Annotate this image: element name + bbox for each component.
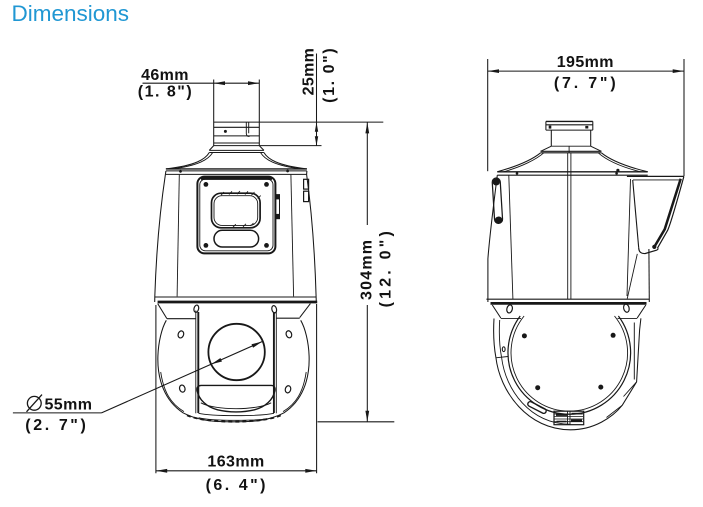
svg-text:304mm: 304mm [359, 239, 376, 300]
svg-text:(2. 7"): (2. 7") [25, 417, 88, 434]
svg-text:195mm: 195mm [557, 54, 614, 71]
svg-text:46mm: 46mm [141, 67, 189, 84]
svg-text:25mm: 25mm [301, 48, 318, 95]
svg-text:55mm: 55mm [45, 396, 93, 413]
svg-text:(1. 8"): (1. 8") [138, 84, 193, 101]
svg-text:(1. 0"): (1. 0") [321, 47, 338, 103]
svg-text:(6. 4"): (6. 4") [206, 477, 268, 494]
svg-text:163mm: 163mm [207, 453, 264, 470]
svg-text:(12. 0"): (12. 0") [378, 228, 395, 307]
svg-text:(7. 7"): (7. 7") [554, 75, 619, 92]
svg-text:Dimensions: Dimensions [12, 1, 130, 26]
